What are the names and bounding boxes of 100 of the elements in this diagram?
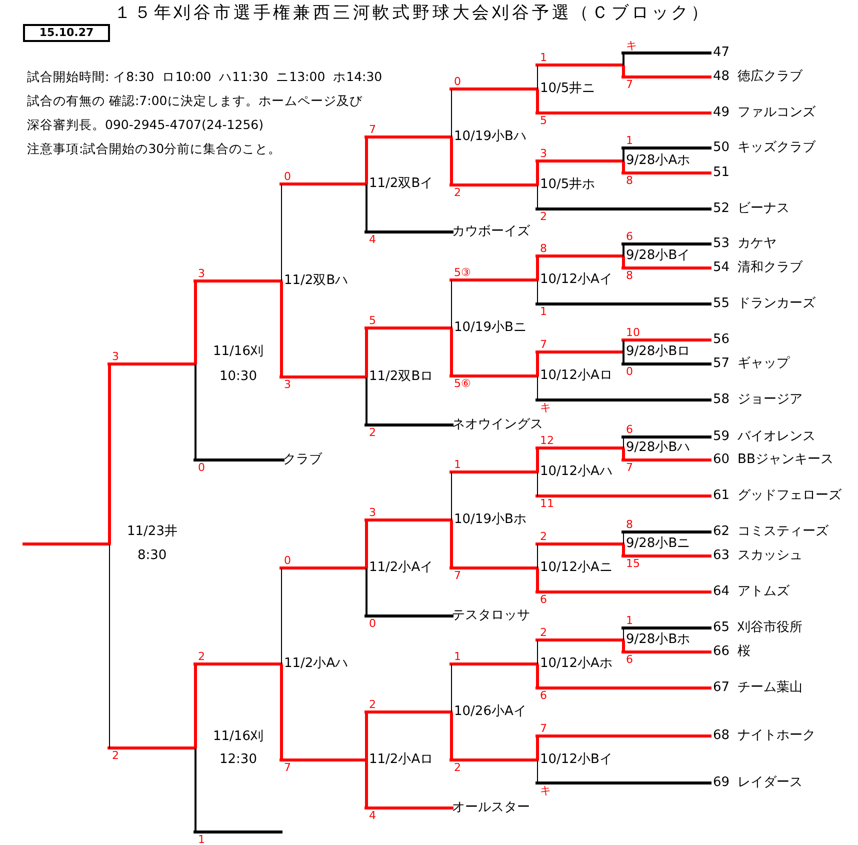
team-number: 59 [713,429,730,445]
team-name: ナイトホーク [738,728,816,744]
bracket-line [450,662,538,666]
team-name: バイオレンス [738,429,816,445]
team-number: 63 [713,548,730,564]
match-date: 10/26小Aイ [454,704,526,720]
note-text: 試合の有無の 確認:7:00に決定します。ホームページ及び [27,93,362,109]
score-label: 3 [198,268,205,280]
team-name: キッズクラブ [738,140,816,156]
match-date: 10/12小Aロ [540,368,612,384]
score-label: 3 [540,148,547,160]
bracket-line [450,278,538,282]
match-date: 11/2小Aロ [369,752,434,768]
score-label: 8 [626,175,633,187]
match-date: 10/19小Bハ [454,129,526,145]
bracket-line [536,446,624,450]
bracket-line [450,374,538,378]
team-number: 67 [713,680,730,696]
bracket-line [622,52,712,54]
bracket-line [450,184,538,186]
match-date: 9/28小Aホ [626,153,690,169]
match-date: 10/19小Bニ [454,320,526,336]
bracket-line [536,160,624,162]
team-name: 徳広クラブ [738,69,803,85]
team-name: ギャップ [738,356,790,372]
team-name: ドランカーズ [738,296,816,312]
note-text: 注意事項:試合開始の30分前に集合のこと。 [27,141,282,157]
score-label: 6 [626,654,633,666]
score-label: 2 [454,762,461,774]
team-number: 65 [713,620,730,636]
date-box: 15.10.27 [23,24,110,42]
bracket-line [622,338,712,342]
score-label: 1 [454,459,461,471]
score-label: 15 [626,558,640,570]
score-label: 0 [454,76,461,88]
score-label: 3 [369,507,376,519]
start-time: 10:30 [220,369,257,385]
score-label: 8 [540,243,547,255]
score-label: 6 [626,424,633,436]
score-label: 0 [626,366,633,378]
bracket-line [536,734,712,738]
score-label: 5 [369,315,376,327]
bracket-line [364,710,452,714]
team-name: ファルコンズ [738,105,816,121]
bracket-line [450,470,538,474]
score-label: 11 [540,498,554,510]
score-label: 1 [540,52,547,64]
team-number: 68 [713,728,730,744]
score-label: 8 [626,270,633,282]
team-number: 66 [713,644,730,660]
score-label: 2 [540,211,547,223]
score-label: 5③ [454,267,471,279]
bracket-line [450,88,538,90]
score-label: 3 [112,351,119,363]
team-number: 48 [713,69,730,85]
match-date: 9/28小Bハ [626,440,690,456]
score-label: 1 [540,306,547,318]
score-label: 7 [540,723,547,735]
start-time: 12:30 [220,752,257,768]
score-label: 7 [369,124,376,136]
team-name: BBジャンキース [738,452,834,468]
start-time: 8:30 [138,548,167,564]
bracket-line [364,518,452,522]
bracket-line [622,650,712,654]
score-label: 8 [626,519,633,531]
team-name: コミスティーズ [738,524,829,540]
match-date: 10/12小Aイ [540,272,612,288]
team-number: 54 [713,260,730,276]
bracket-line [450,758,538,762]
bracket-line [536,350,624,354]
score-label: 1 [626,615,633,627]
score-label: 6 [626,231,633,243]
score-label: 2 [369,699,376,711]
team-name: オールスター [452,800,530,816]
bracket-line [280,758,368,762]
score-label: 1 [454,651,461,663]
team-number: 51 [713,165,730,181]
bracket-line [536,782,712,784]
team-number: 55 [713,296,730,312]
team-name: アトムズ [738,584,790,600]
bracket-line [536,686,712,690]
team-number: 49 [713,105,730,121]
bracket-line [536,398,712,402]
match-date: 10/12小Bイ [540,752,612,768]
team-number: 61 [713,488,730,504]
score-label: 2 [454,187,461,199]
match-date: 9/28小Bニ [626,536,690,552]
team-name: カウボーイズ [452,224,530,240]
match-date: 10/19小Bホ [454,512,526,528]
team-name: スカッシュ [738,548,803,564]
score-label: キ [540,402,551,414]
bracket-line [622,266,712,270]
bracket-line [108,746,196,750]
bracket-line [536,590,712,594]
match-date: 11/16刈 [213,729,264,745]
team-name: チーム葉山 [738,680,803,696]
match-date: 9/28小Bロ [626,344,690,360]
team-name: 清和クラブ [738,260,803,276]
note-text: 深谷審判長。090-2945-4707(24-1256) [27,117,264,133]
bracket-line [194,458,284,462]
